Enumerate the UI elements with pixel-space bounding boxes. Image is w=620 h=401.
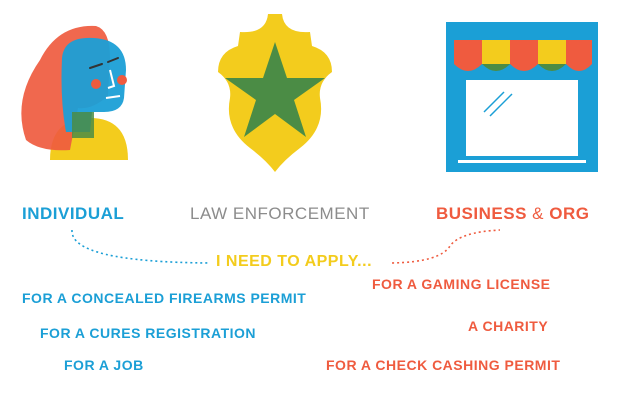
option-charity[interactable]: A CHARITY: [468, 318, 549, 334]
option-job[interactable]: FOR A JOB: [64, 357, 144, 373]
category-business-org[interactable]: BUSINESS & ORG: [436, 204, 589, 224]
woman-portrait-icon: [21, 25, 128, 160]
option-check-cashing-permit[interactable]: FOR A CHECK CASHING PERMIT: [326, 357, 561, 373]
category-business-label: BUSINESS: [436, 204, 527, 223]
i-need-to-apply-label: I NEED TO APPLY...: [216, 253, 373, 270]
category-individual[interactable]: INDIVIDUAL: [22, 204, 125, 223]
storefront-icon: [446, 22, 598, 172]
option-cures-registration[interactable]: FOR A CURES REGISTRATION: [40, 325, 257, 341]
category-law-enforcement[interactable]: LAW ENFORCEMENT: [190, 204, 370, 223]
individual-connector: [71, 229, 211, 264]
business-connector: [391, 229, 501, 264]
option-gaming-license[interactable]: FOR A GAMING LICENSE: [372, 276, 551, 292]
option-concealed-firearms-permit[interactable]: FOR A CONCEALED FIREARMS PERMIT: [22, 290, 307, 306]
category-org-label: ORG: [549, 204, 590, 223]
police-badge-icon: [218, 14, 332, 172]
category-amp-label: &: [526, 204, 550, 223]
